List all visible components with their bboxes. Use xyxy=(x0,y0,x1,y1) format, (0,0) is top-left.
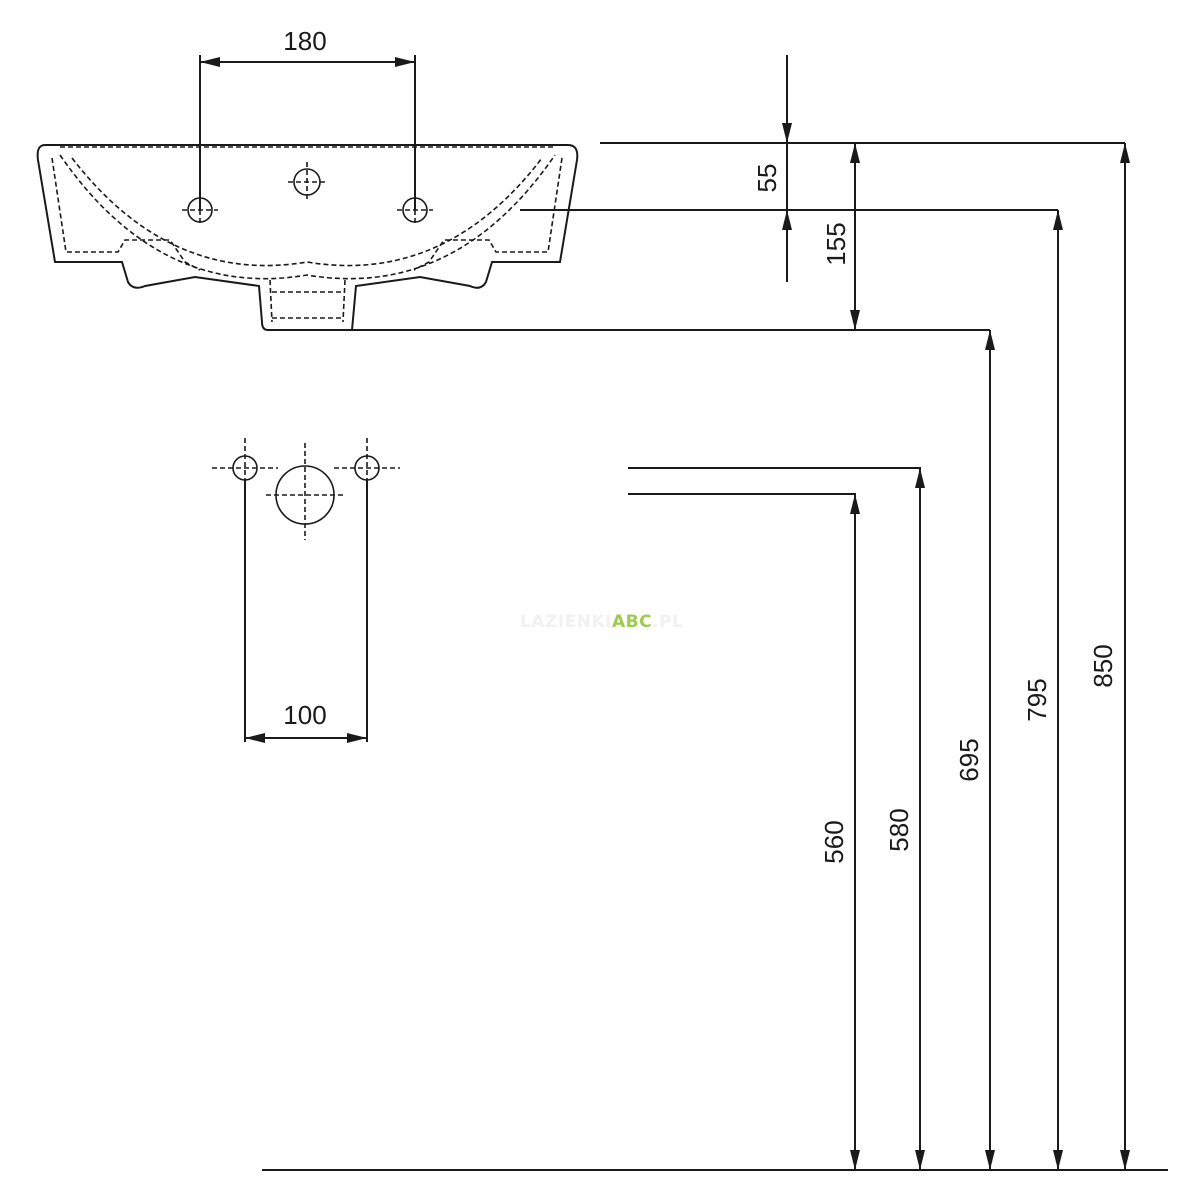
watermark-brand: ABC xyxy=(611,612,653,632)
dimension-55: 55 xyxy=(752,55,792,282)
dimension-180: 180 xyxy=(199,26,416,210)
watermark-suffix: .PL xyxy=(652,612,684,632)
dimension-label-100: 100 xyxy=(283,700,326,730)
watermark: LAZIENKIABC.PL xyxy=(520,612,683,632)
basin-outline xyxy=(36,144,579,331)
ref-line-580 xyxy=(628,467,921,480)
dimension-100: 100 xyxy=(244,480,368,743)
dimension-label-155: 155 xyxy=(821,222,851,265)
tap-hole-center xyxy=(288,162,326,202)
waste-outlet xyxy=(266,443,344,540)
dimension-label-580: 580 xyxy=(884,808,914,851)
dimension-label-55: 55 xyxy=(752,164,782,193)
dimension-label-850: 850 xyxy=(1088,644,1118,687)
dimension-560: 560 xyxy=(819,494,860,1170)
dimension-695: 695 xyxy=(954,330,995,1170)
dimension-155: 155 xyxy=(821,143,860,330)
dimension-580: 580 xyxy=(884,468,925,1170)
dimension-850: 850 xyxy=(1088,143,1130,1170)
dimension-label-795: 795 xyxy=(1022,678,1052,721)
watermark-prefix: LAZIENKI xyxy=(520,612,612,632)
ref-line-560 xyxy=(628,493,856,505)
dimension-795: 795 xyxy=(1022,210,1063,1170)
dimension-label-180: 180 xyxy=(283,26,326,56)
dimension-label-560: 560 xyxy=(819,820,849,863)
dimension-label-695: 695 xyxy=(954,738,984,781)
